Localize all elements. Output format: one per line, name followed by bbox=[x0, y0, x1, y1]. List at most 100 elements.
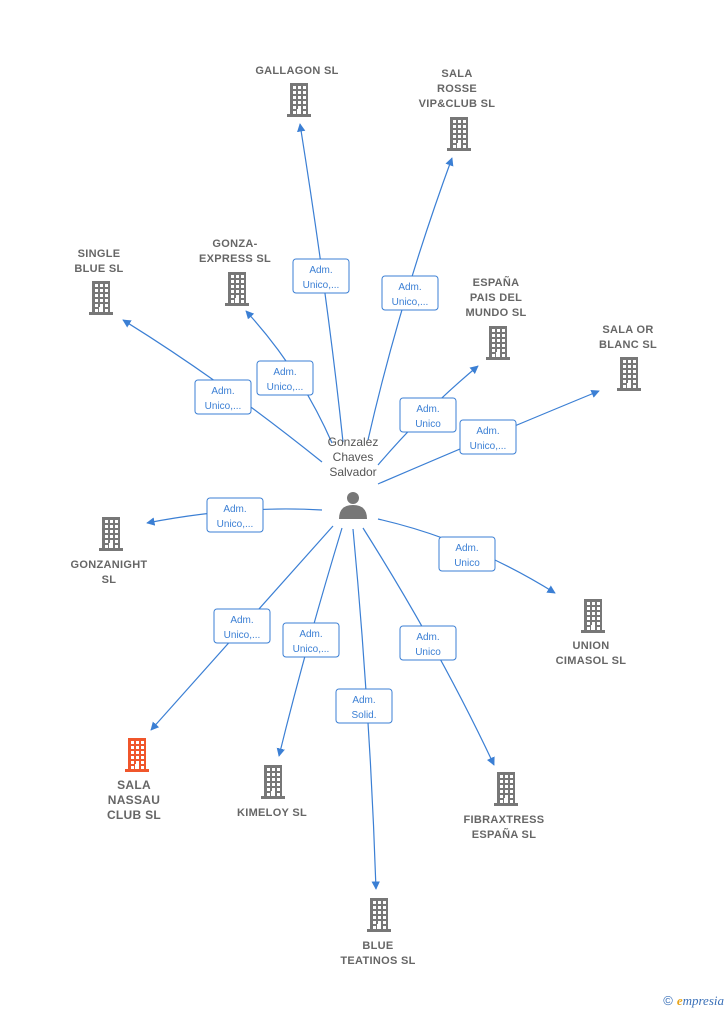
company-name-line: BLUE SL bbox=[74, 263, 123, 275]
company-name-line: GALLAGON SL bbox=[255, 65, 338, 77]
relation-label-text: Adm. bbox=[416, 632, 439, 643]
building-icon bbox=[447, 117, 471, 151]
relation-label-fibraxtress[interactable]: Adm. Unico bbox=[399, 625, 457, 661]
company-name-line: EXPRESS SL bbox=[199, 253, 271, 265]
relation-label-box bbox=[335, 688, 393, 724]
relation-label-gonza-express[interactable]: Adm.Unico,... bbox=[256, 360, 314, 396]
relation-label-text: Unico,... bbox=[303, 280, 340, 291]
company-node-fibraxtress[interactable]: FIBRAXTRESS ESPAÑA SL bbox=[464, 772, 545, 841]
relation-label-text: Adm. bbox=[309, 265, 332, 276]
company-name-line: SALA bbox=[117, 778, 151, 792]
relation-label-text: Adm. bbox=[299, 629, 322, 640]
company-name-line: VIP&CLUB SL bbox=[419, 98, 496, 110]
company-name-line: BLANC SL bbox=[599, 339, 657, 351]
company-name-line: ROSSE bbox=[437, 83, 477, 95]
relation-label-box bbox=[194, 379, 252, 415]
copyright-symbol: © bbox=[663, 993, 673, 1008]
relation-label-box bbox=[206, 497, 264, 533]
company-name-line: ESPAÑA bbox=[473, 276, 520, 289]
company-name-line: CLUB SL bbox=[107, 808, 161, 822]
relation-label-sala-nassau[interactable]: Adm. Unico,... bbox=[213, 608, 271, 644]
relation-label-gallagon[interactable]: Adm. Unico,... bbox=[292, 258, 350, 294]
relation-label-text: Solid. bbox=[351, 710, 376, 721]
person-name-line: Gonzalez bbox=[328, 435, 379, 449]
building-icon bbox=[617, 357, 641, 391]
company-node-sala-rosse[interactable]: SALA ROSSE VIP&CLUB SL bbox=[419, 68, 496, 151]
company-name-line: SALA OR bbox=[602, 324, 653, 336]
relation-label-box bbox=[438, 536, 496, 572]
brand-name: mpresia bbox=[682, 993, 724, 1008]
relation-label-sala-or-blanc[interactable]: Adm. Unico,... bbox=[459, 419, 517, 455]
building-icon bbox=[581, 599, 605, 633]
relation-label-text: Unico,... bbox=[217, 519, 254, 530]
company-name-line: SALA bbox=[441, 68, 472, 80]
company-name-line: PAIS DEL bbox=[470, 292, 522, 304]
company-node-single-blue[interactable]: SINGLE BLUE SL bbox=[74, 248, 123, 315]
building-icon bbox=[486, 326, 510, 360]
company-name-line: SINGLE bbox=[78, 248, 121, 260]
relation-label-text: Adm. bbox=[476, 426, 499, 437]
relation-label-text: Adm. bbox=[273, 367, 296, 378]
relation-label-text: Unico,... bbox=[293, 644, 330, 655]
building-icon bbox=[89, 281, 113, 315]
company-name-line: UNION bbox=[573, 640, 610, 652]
relation-label-text: Adm. bbox=[211, 386, 234, 397]
relation-label-text: Unico,... bbox=[224, 630, 261, 641]
company-node-sala-or-blanc[interactable]: SALA OR BLANC SL bbox=[599, 324, 657, 391]
company-node-kimeloy[interactable]: KIMELOY SL bbox=[237, 765, 307, 819]
company-name-line: BLUE bbox=[362, 940, 393, 952]
relation-label-box bbox=[256, 360, 314, 396]
relation-label-union-cimasol[interactable]: Adm. Unico bbox=[438, 536, 496, 572]
company-node-gonza-express[interactable]: GONZA- EXPRESS SL bbox=[199, 238, 271, 306]
relation-label-box bbox=[381, 275, 439, 311]
company-node-gallagon[interactable]: GALLAGON SL bbox=[255, 65, 338, 117]
relation-label-blue-teatinos[interactable]: Adm. Solid. bbox=[335, 688, 393, 724]
relation-label-text: Adm. bbox=[230, 615, 253, 626]
relation-label-kimeloy[interactable]: Adm. Unico,... bbox=[282, 622, 340, 658]
relation-label-text: Unico bbox=[454, 558, 480, 569]
relation-label-box bbox=[292, 258, 350, 294]
relation-label-text: Unico,... bbox=[470, 441, 507, 452]
company-name-line: FIBRAXTRESS bbox=[464, 814, 545, 826]
building-icon bbox=[261, 765, 285, 799]
relation-label-box bbox=[213, 608, 271, 644]
relation-label-single-blue[interactable]: Adm. Unico,... bbox=[194, 379, 252, 415]
relation-label-text: Adm. bbox=[455, 543, 478, 554]
person-icon bbox=[339, 492, 367, 519]
empresia-logo[interactable]: ©empresia bbox=[663, 993, 724, 1009]
brand-initial: e bbox=[676, 993, 683, 1008]
relation-label-sala-rosse[interactable]: Adm.Unico,... bbox=[381, 275, 439, 311]
relation-label-box bbox=[282, 622, 340, 658]
relation-label-text: Adm. bbox=[416, 404, 439, 415]
relation-label-box bbox=[399, 625, 457, 661]
company-name-line: MUNDO SL bbox=[465, 307, 526, 319]
building-icon bbox=[125, 738, 149, 772]
relation-label-box bbox=[459, 419, 517, 455]
company-name-line: ESPAÑA SL bbox=[472, 828, 536, 841]
relation-label-text: Adm. bbox=[223, 504, 246, 515]
company-name-line: GONZANIGHT bbox=[71, 559, 148, 571]
company-name-line: TEATINOS SL bbox=[340, 955, 415, 967]
building-icon bbox=[99, 517, 123, 551]
company-name-line: GONZA- bbox=[212, 238, 257, 250]
relation-label-gonzanight[interactable]: Adm. Unico,... bbox=[206, 497, 264, 533]
building-icon bbox=[287, 83, 311, 117]
building-icon bbox=[225, 272, 249, 306]
relation-label-text: Adm. bbox=[352, 695, 375, 706]
relation-label-text: Unico bbox=[415, 419, 441, 430]
company-name-line: SL bbox=[102, 574, 117, 586]
person-name-line: Chaves bbox=[333, 450, 374, 464]
relation-label-espana-pais[interactable]: Adm. Unico bbox=[399, 397, 457, 433]
relation-label-text: Adm. bbox=[398, 282, 421, 293]
building-icon bbox=[367, 898, 391, 932]
relation-label-text: Unico bbox=[415, 647, 441, 658]
relation-label-box bbox=[399, 397, 457, 433]
company-node-blue-teatinos[interactable]: BLUE TEATINOS SL bbox=[340, 898, 415, 967]
building-icon bbox=[494, 772, 518, 806]
company-node-gonzanight[interactable]: GONZANIGHT SL bbox=[71, 517, 148, 586]
company-node-espana-pais[interactable]: ESPAÑA PAIS DEL MUNDO SL bbox=[465, 276, 526, 360]
relation-label-text: Unico,... bbox=[205, 401, 242, 412]
